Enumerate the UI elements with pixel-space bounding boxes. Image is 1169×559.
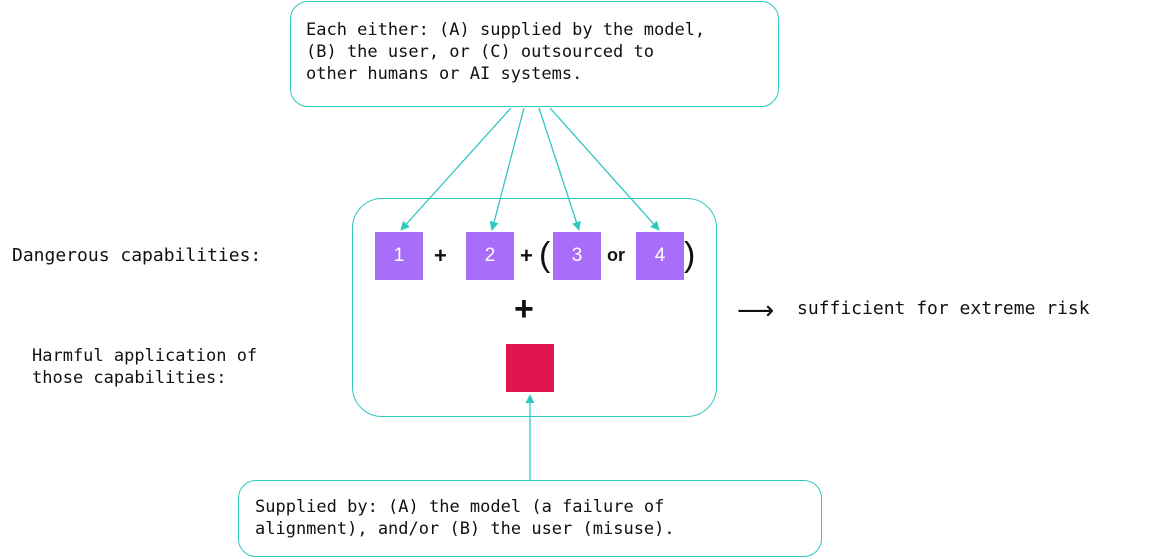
harmful-application-label: Harmful application of those capabilitie… [32, 346, 258, 388]
top-note: Each either: (A) supplied by the model, … [290, 1, 779, 107]
result-arrow-icon: ⟶ [737, 296, 775, 326]
dangerous-capabilities-label: Dangerous capabilities: [12, 245, 262, 266]
capability-box-1: 1 [375, 232, 423, 280]
close-paren: ) [684, 236, 696, 274]
capability-box-2: 2 [466, 232, 514, 280]
capability-box-4: 4 [636, 232, 684, 280]
plus-sign: + [434, 243, 447, 268]
plus-sign: + [520, 243, 533, 268]
harmful-application-box [506, 344, 554, 392]
or-operator: or [607, 245, 625, 265]
capability-box-3: 3 [553, 232, 601, 280]
open-paren: ( [539, 236, 551, 274]
combine-plus-sign: + [514, 290, 534, 328]
result-text: sufficient for extreme risk [797, 298, 1090, 319]
risk-formula-box [352, 198, 717, 417]
bottom-note: Supplied by: (A) the model (a failure of… [238, 480, 822, 557]
